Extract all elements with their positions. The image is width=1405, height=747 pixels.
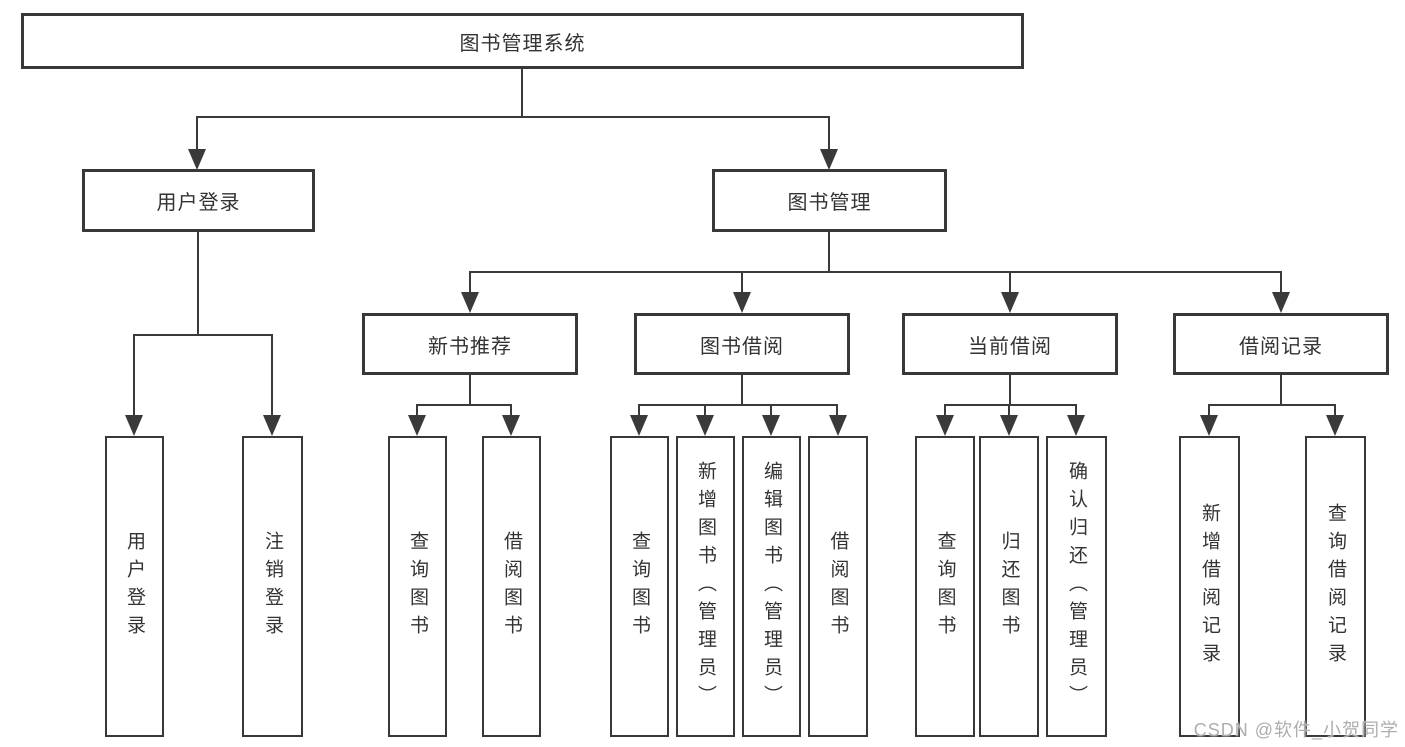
connector-line bbox=[1075, 404, 1077, 419]
connector-line bbox=[133, 334, 135, 419]
leaf-return-books: 归还图书 bbox=[979, 436, 1039, 737]
arrow-down-icon bbox=[188, 149, 206, 170]
leaf-borrow-books-recommend: 借阅图书 bbox=[482, 436, 541, 737]
leaf-confirm-return-admin-label: 确认归还（管理员） bbox=[1066, 460, 1087, 713]
node-current-borrowing-label: 当前借阅 bbox=[968, 335, 1052, 358]
leaf-logout-login-label: 注销登录 bbox=[262, 530, 283, 643]
leaf-add-books-admin: 新增图书（管理员） bbox=[676, 436, 735, 737]
node-user-login: 用户登录 bbox=[82, 169, 315, 232]
leaf-query-books-current-label: 查询图书 bbox=[934, 530, 956, 643]
leaf-edit-books-admin: 编辑图书（管理员） bbox=[742, 436, 801, 737]
node-borrowing-records: 借阅记录 bbox=[1173, 313, 1389, 375]
connector-line bbox=[828, 116, 830, 152]
leaf-add-borrow-record: 新增借阅记录 bbox=[1179, 436, 1240, 737]
connector-line bbox=[704, 404, 706, 419]
leaf-query-books-recommend: 查询图书 bbox=[388, 436, 447, 737]
node-book-borrowing: 图书借阅 bbox=[634, 313, 850, 375]
connector-line bbox=[469, 271, 1282, 273]
connector-line bbox=[510, 404, 512, 419]
arrow-down-icon bbox=[820, 149, 838, 170]
node-current-borrowing: 当前借阅 bbox=[902, 313, 1118, 375]
connector-line bbox=[1009, 271, 1011, 295]
connector-line bbox=[1334, 404, 1336, 419]
connector-line bbox=[944, 404, 946, 419]
leaf-query-borrow-record: 查询借阅记录 bbox=[1305, 436, 1366, 737]
leaf-borrow-books-label: 借阅图书 bbox=[827, 530, 849, 643]
node-borrowing-records-label: 借阅记录 bbox=[1239, 335, 1323, 358]
connector-line bbox=[416, 404, 418, 419]
arrow-down-icon bbox=[630, 415, 648, 436]
connector-line bbox=[638, 404, 838, 406]
leaf-logout-login: 注销登录 bbox=[242, 436, 303, 737]
node-library-system: 图书管理系统 bbox=[21, 13, 1024, 69]
arrow-down-icon bbox=[762, 415, 780, 436]
arrow-down-icon bbox=[1067, 415, 1085, 436]
connector-line bbox=[741, 271, 743, 295]
node-library-system-label: 图书管理系统 bbox=[459, 32, 586, 55]
leaf-borrow-books: 借阅图书 bbox=[808, 436, 868, 737]
node-new-book-recommend: 新书推荐 bbox=[362, 313, 578, 375]
connector-line bbox=[133, 334, 273, 336]
connector-line bbox=[1208, 404, 1336, 406]
arrow-down-icon bbox=[1200, 415, 1218, 436]
leaf-add-borrow-record-label: 新增借阅记录 bbox=[1199, 502, 1220, 671]
connector-line bbox=[271, 334, 273, 419]
leaf-query-books-recommend-label: 查询图书 bbox=[407, 530, 428, 643]
node-user-login-label: 用户登录 bbox=[156, 192, 241, 214]
arrow-down-icon bbox=[502, 415, 520, 436]
connector-line bbox=[469, 375, 471, 406]
node-new-book-recommend-label: 新书推荐 bbox=[428, 335, 512, 358]
leaf-return-books-label: 归还图书 bbox=[998, 530, 1020, 643]
leaf-query-borrow-record-label: 查询借阅记录 bbox=[1325, 502, 1346, 671]
connector-line bbox=[770, 404, 772, 419]
arrow-down-icon bbox=[1272, 292, 1290, 313]
leaf-add-books-admin-label: 新增图书（管理员） bbox=[695, 460, 716, 713]
connector-line bbox=[521, 69, 523, 118]
leaf-edit-books-admin-label: 编辑图书（管理员） bbox=[761, 460, 782, 713]
arrow-down-icon bbox=[1326, 415, 1344, 436]
connector-line bbox=[469, 271, 471, 295]
connector-line bbox=[741, 375, 743, 406]
arrow-down-icon bbox=[829, 415, 847, 436]
leaf-user-login: 用户登录 bbox=[105, 436, 164, 737]
leaf-query-books-current: 查询图书 bbox=[915, 436, 975, 737]
connector-line bbox=[197, 232, 199, 336]
arrow-down-icon bbox=[263, 415, 281, 436]
arrow-down-icon bbox=[696, 415, 714, 436]
leaf-query-books-borrow-label: 查询图书 bbox=[629, 530, 650, 643]
leaf-user-login-label: 用户登录 bbox=[124, 530, 145, 643]
connector-line bbox=[1280, 375, 1282, 406]
connector-line bbox=[828, 232, 830, 273]
connector-line bbox=[1008, 404, 1010, 419]
arrow-down-icon bbox=[408, 415, 426, 436]
node-book-borrowing-label: 图书借阅 bbox=[700, 335, 784, 358]
connector-line bbox=[944, 404, 1077, 406]
arrow-down-icon bbox=[733, 292, 751, 313]
connector-line bbox=[1009, 375, 1011, 406]
leaf-query-books-borrow: 查询图书 bbox=[610, 436, 669, 737]
connector-line bbox=[1208, 404, 1210, 419]
node-book-management-label: 图书管理 bbox=[787, 192, 872, 214]
connector-line bbox=[196, 116, 198, 152]
arrow-down-icon bbox=[1000, 415, 1018, 436]
arrow-down-icon bbox=[125, 415, 143, 436]
node-book-management: 图书管理 bbox=[712, 169, 947, 232]
connector-line bbox=[197, 116, 830, 118]
connector-line bbox=[836, 404, 838, 419]
leaf-borrow-books-recommend-label: 借阅图书 bbox=[501, 530, 522, 643]
leaf-confirm-return-admin: 确认归还（管理员） bbox=[1046, 436, 1107, 737]
arrow-down-icon bbox=[461, 292, 479, 313]
arrow-down-icon bbox=[936, 415, 954, 436]
connector-line bbox=[416, 404, 512, 406]
connector-line bbox=[1280, 271, 1282, 295]
connector-line bbox=[638, 404, 640, 419]
watermark: CSDN @软件_小贺同学 bbox=[1193, 720, 1399, 740]
arrow-down-icon bbox=[1001, 292, 1019, 313]
